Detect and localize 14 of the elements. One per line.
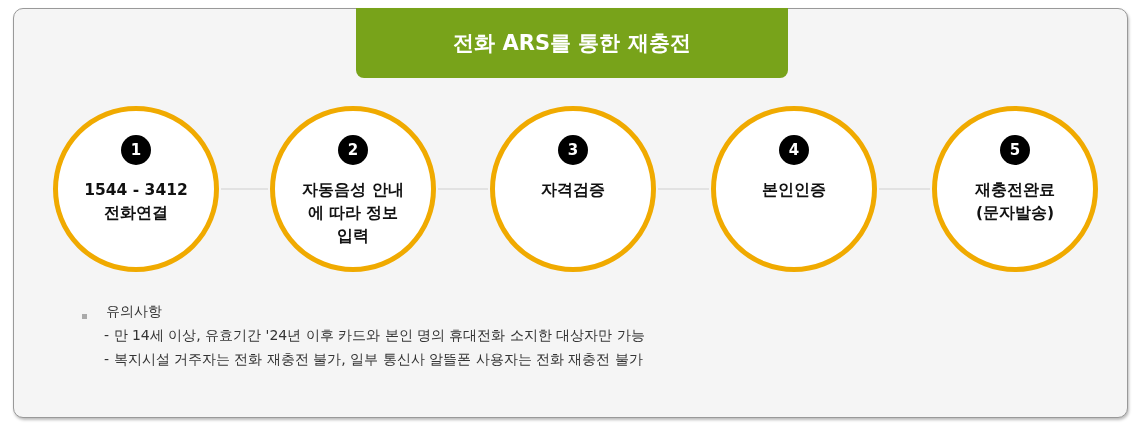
step-number: 1 (121, 135, 151, 165)
step-label: 1544 - 3412 전화연결 (84, 180, 188, 224)
note-text: - 만 14세 이상, 유효기간 '24년 이후 카드와 본인 명의 휴대전화 소지한 대상자만 가능 (104, 327, 645, 345)
step-number: 5 (1000, 135, 1030, 165)
step-number: 4 (779, 135, 809, 165)
step-label: 자격검증 (540, 180, 606, 201)
step-label: 자동음성 안내에 따라 정보 입력 (301, 180, 405, 247)
notes-heading: 유의사항 (106, 303, 162, 321)
note-text: - 복지시설 거주자는 전화 재충전 불가, 일부 통신사 알뜰폰 사용자는 전화 재충전 불가 (104, 351, 643, 369)
step-number: 2 (338, 135, 368, 165)
step-label: 본인인증 (761, 180, 827, 201)
title-banner: 전화 ARS를 통한 재충전 (356, 8, 788, 78)
step-number: 3 (558, 135, 588, 165)
step-label: 재충전완료 (문자발송) (974, 180, 1056, 224)
